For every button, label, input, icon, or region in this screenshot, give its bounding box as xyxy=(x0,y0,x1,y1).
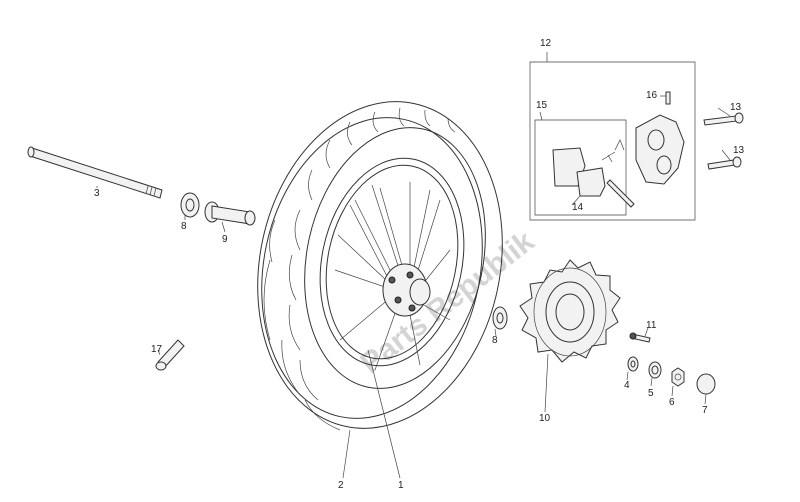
callout-13-upper: 13 xyxy=(730,102,742,113)
callout-12: 12 xyxy=(540,38,552,49)
caliper-bolt-lower xyxy=(707,156,742,170)
callout-15: 15 xyxy=(536,100,548,111)
brake-disc xyxy=(519,259,621,363)
callout-14: 14 xyxy=(572,202,584,213)
axle xyxy=(27,146,163,199)
callout-9: 9 xyxy=(222,234,228,245)
callout-6: 6 xyxy=(669,397,675,408)
watermark: Parts Republik xyxy=(354,225,540,381)
spokes xyxy=(334,182,451,371)
callouts: 1 2 3 4 5 6 7 8 8 9 10 11 12 13 13 14 15… xyxy=(94,38,745,491)
callout-11: 11 xyxy=(646,320,657,331)
caliper-bolt-upper xyxy=(703,112,744,126)
rim xyxy=(319,157,465,371)
bearing-left xyxy=(180,192,200,218)
callout-7: 7 xyxy=(702,405,708,416)
hub-center xyxy=(409,278,431,306)
caliper-assembly xyxy=(529,61,696,221)
axle-cap xyxy=(696,373,716,395)
callout-3: 3 xyxy=(94,188,100,199)
callout-4: 4 xyxy=(624,380,630,391)
callout-8-left: 8 xyxy=(181,221,187,232)
spacer xyxy=(204,201,256,226)
callout-5: 5 xyxy=(648,388,654,399)
washer-5 xyxy=(648,361,662,379)
callout-8-right: 8 xyxy=(492,335,498,346)
callout-17: 17 xyxy=(151,344,163,355)
callout-10: 10 xyxy=(539,413,551,424)
washer-4 xyxy=(627,356,639,372)
callout-13-lower: 13 xyxy=(733,145,745,156)
callout-1: 1 xyxy=(398,480,404,491)
watermark-text: Parts Republik xyxy=(354,225,540,381)
leader-lines xyxy=(96,52,731,479)
callout-16: 16 xyxy=(646,90,658,101)
tyre xyxy=(257,101,503,431)
bearing-right xyxy=(492,306,508,330)
callout-2: 2 xyxy=(338,480,344,491)
axle-nut xyxy=(671,367,685,387)
tyre-valve xyxy=(155,339,185,371)
disc-bolt xyxy=(629,332,651,343)
